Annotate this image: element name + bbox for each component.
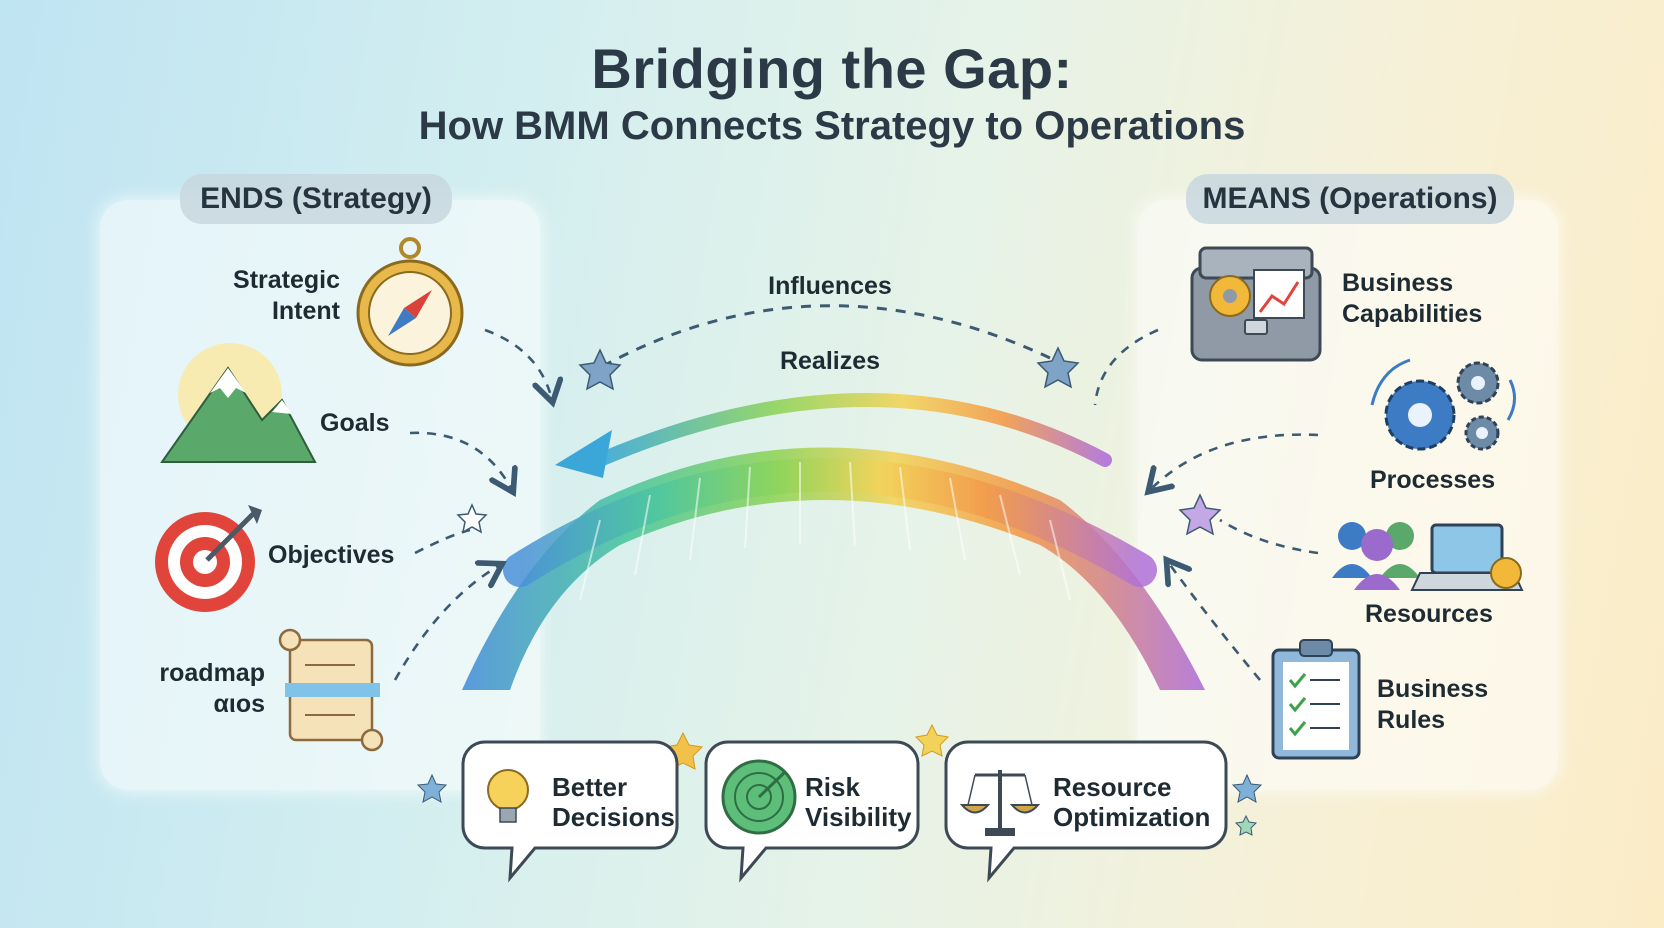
means-item-business-rules: Business Rules [1377,675,1489,734]
means-item-business-capabilities: Business Capabilities [1342,269,1483,328]
scale-icon [959,770,1041,836]
influences-arc [604,304,1051,367]
rainbow-bridge [462,447,1205,690]
gears-icon [1370,358,1516,451]
outcome-better-decisions: Better Decisions [552,772,675,832]
realizes-arrow [555,393,1112,478]
ends-item-goals: Goals [320,409,390,437]
scroll-icon [278,628,384,752]
ends-item-objectives: Objectives [268,541,395,569]
people-laptop-icon [1332,522,1524,591]
diagram-title: Bridging the Gap: [591,37,1073,100]
outcome-risk-visibility: Risk Visibility [805,772,912,832]
radar-icon [721,759,797,835]
means-heading: MEANS (Operations) [1186,174,1514,224]
outcome-resource-optimization: Resource Optimization [1053,772,1211,832]
means-item-resources: Resources [1365,600,1493,628]
influences-label: Influences [768,272,892,300]
ends-item-strategic-intent: Strategic Intent [233,266,340,325]
ends-connectors [393,328,552,681]
means-connectors [1093,328,1319,681]
lightbulb-icon [487,769,529,823]
ends-item-roadmap: roadmap αιοs [159,659,265,718]
compass-icon [356,237,464,367]
mountain-icon [160,343,317,463]
toolbox-icon [1190,246,1322,362]
target-icon [155,505,262,612]
diagram-subtitle: How BMM Connects Strategy to Operations [418,104,1246,148]
realizes-label: Realizes [779,347,881,375]
clipboard-icon [1271,639,1361,760]
star-icons [416,346,1263,836]
means-item-processes: Processes [1370,466,1496,494]
ends-heading: ENDS (Strategy) [180,174,452,224]
